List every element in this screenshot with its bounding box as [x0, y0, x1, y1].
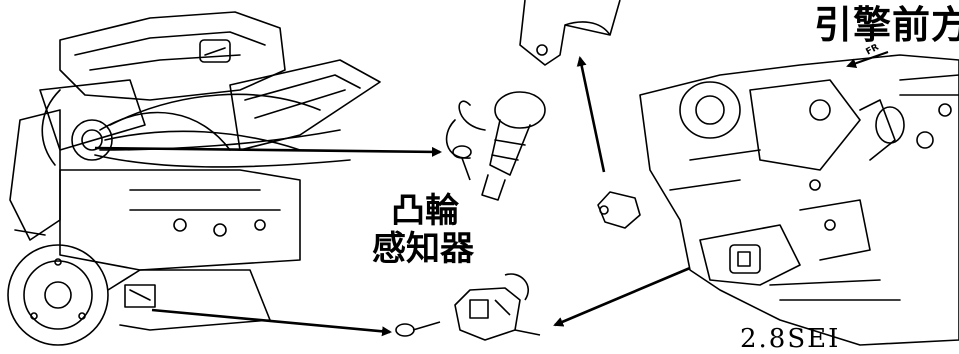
cam-sensor-label-line2: 感知器: [372, 229, 474, 269]
arrow-engine-front: [846, 51, 889, 69]
right-engine-icon: [639, 54, 959, 346]
arrows: [94, 51, 889, 337]
cam-bolt-icon: [452, 145, 472, 181]
arrow-to-bracket: [576, 56, 606, 173]
left-engine-icon: [7, 11, 381, 346]
engine-front-label: 引擎前方: [814, 3, 959, 47]
engine-code-label: 2.8SEI: [740, 324, 841, 354]
bracket-icon: [519, 0, 621, 66]
arrow-to-crank-bolt: [151, 308, 392, 337]
cam-sensor-icon: [445, 91, 546, 201]
crank-bolt-icon: [395, 321, 441, 337]
crank-sensor-icon: [454, 273, 541, 341]
cam-sensor-label-line1: 凸輪: [391, 191, 459, 231]
connector-icon: [597, 191, 641, 229]
arrow-to-crank-sensor: [553, 266, 691, 327]
arrow-to-cam-bolt: [94, 146, 442, 157]
